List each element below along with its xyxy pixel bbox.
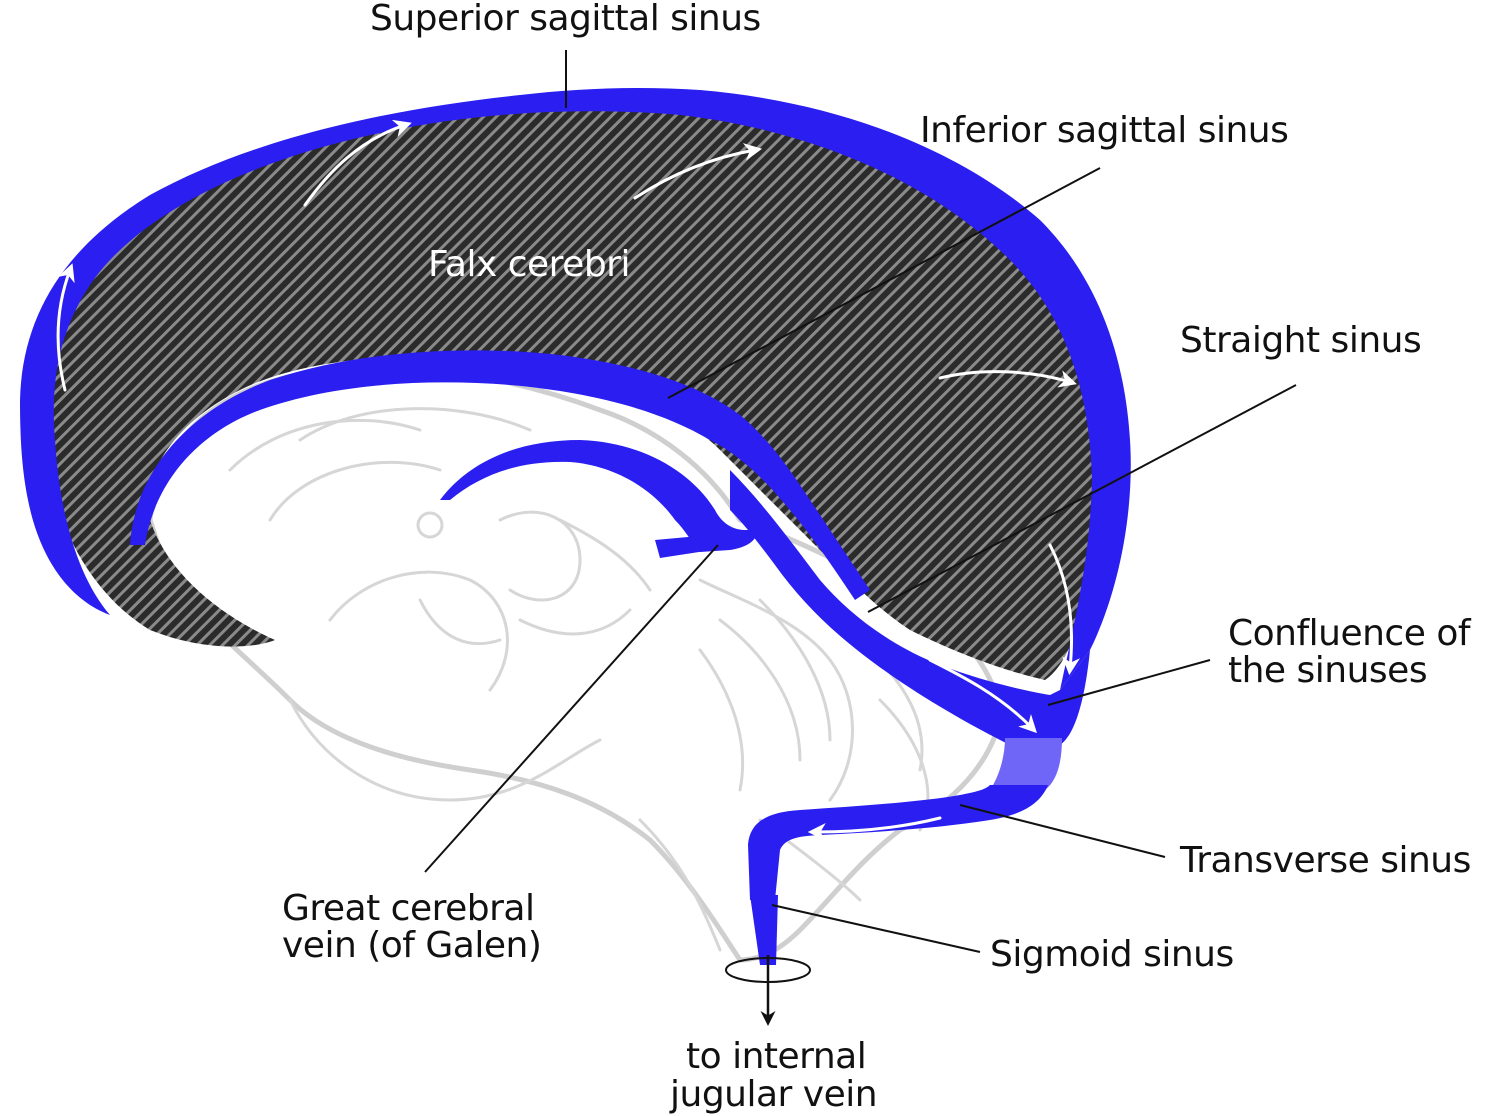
confluence-region: [990, 738, 1062, 790]
label-inferior-sagittal-sinus: Inferior sagittal sinus: [920, 110, 1288, 151]
sigmoid-sinus-vessel: [750, 895, 778, 965]
label-great-cerebral-vein-line2: vein (of Galen): [282, 925, 541, 966]
inferior-sagittal-sinus-vessel: [130, 350, 870, 600]
label-confluence-line2: the sinuses: [1228, 650, 1427, 691]
flow-arrows: [56, 119, 1081, 841]
label-superior-sagittal-sinus: Superior sagittal sinus: [370, 0, 761, 39]
label-falx-cerebri: Falx cerebri: [428, 244, 630, 285]
leader-lines: [424, 50, 1297, 953]
transverse-sinus-vessel: [748, 785, 1048, 900]
label-sigmoid-sinus: Sigmoid sinus: [990, 934, 1234, 975]
label-straight-sinus: Straight sinus: [1180, 320, 1421, 361]
label-transverse-sinus: Transverse sinus: [1179, 840, 1471, 881]
great-cerebral-vein-vessel: [440, 440, 756, 552]
straight-sinus-vessel: [730, 470, 1090, 745]
falx-cerebri-region: [47, 101, 1104, 680]
label-jugular-line2: jugular vein: [669, 1074, 877, 1115]
label-confluence-line1: Confluence of: [1228, 613, 1472, 654]
label-jugular-line1: to internal: [686, 1036, 866, 1077]
label-great-cerebral-vein-line1: Great cerebral: [282, 888, 535, 929]
great-cerebral-vein-branch: [655, 535, 712, 558]
